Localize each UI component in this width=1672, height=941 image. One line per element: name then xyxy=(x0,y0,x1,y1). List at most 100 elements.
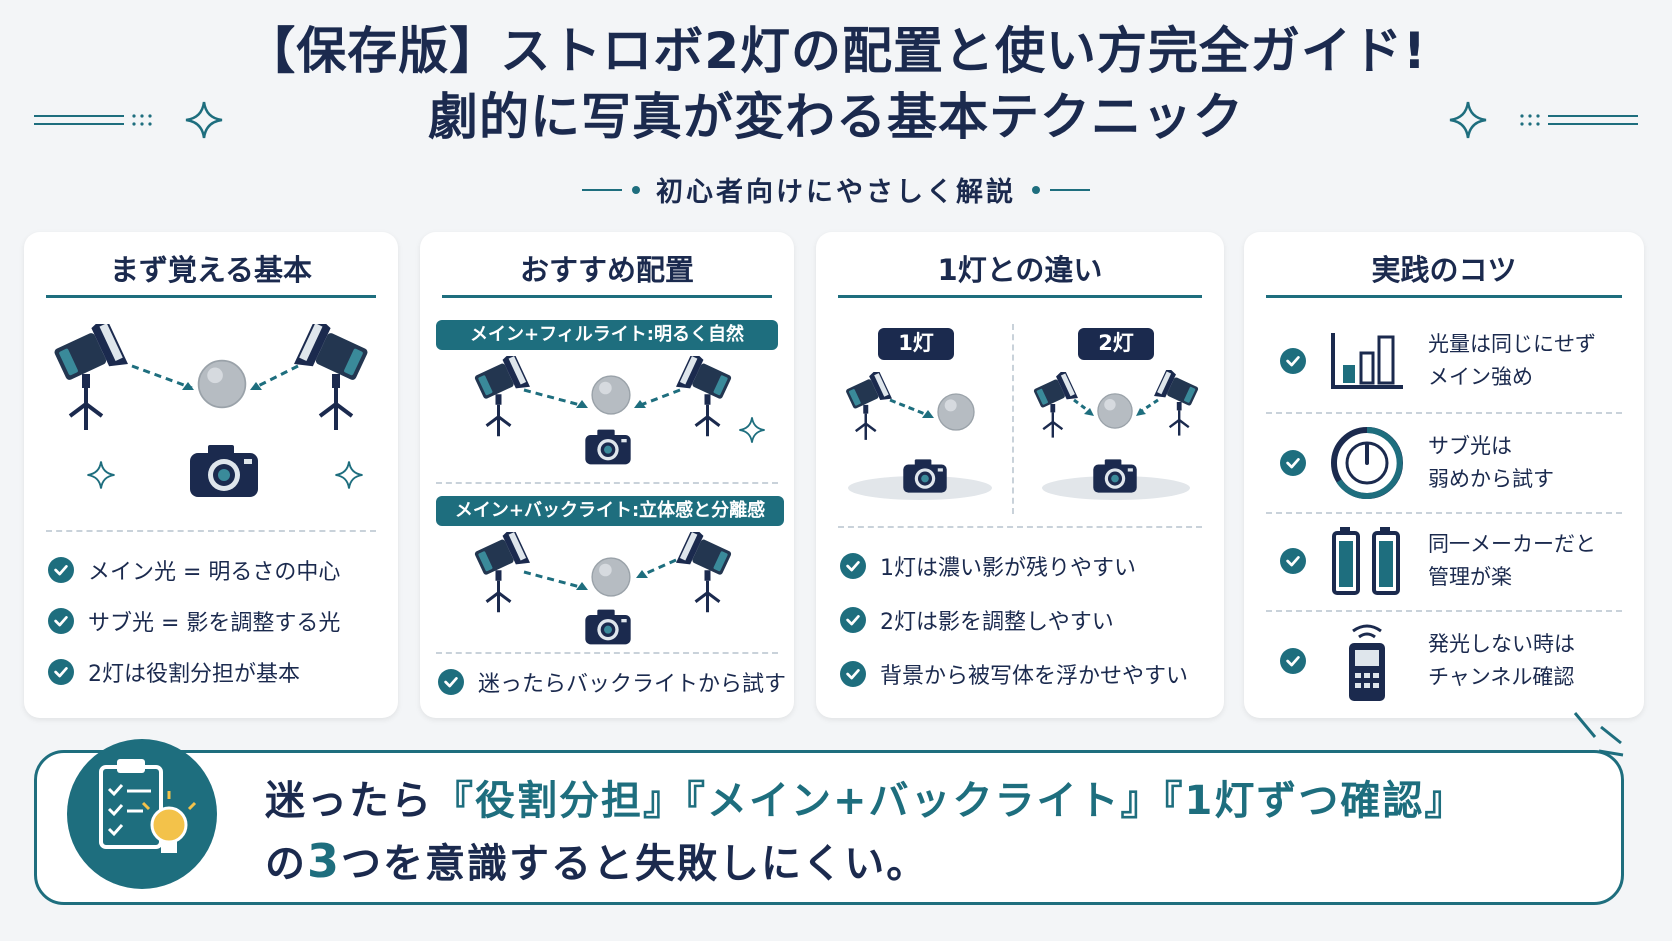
card-title: おすすめ配置 xyxy=(442,250,772,298)
subject-icon xyxy=(937,393,975,431)
setup-label-back-light: メイン+バックライト:立体感と分離感 xyxy=(436,496,784,526)
bullet-text: メイン光 = 明るさの中心 xyxy=(88,560,341,585)
summary-number: 3 xyxy=(307,834,342,888)
summary-line-1: 迷ったら『役割分担』『メイン+バックライト』『1灯ずつ確認』 xyxy=(265,778,1467,824)
check-icon xyxy=(48,557,74,583)
tip-line: 同一メーカーだと xyxy=(1428,532,1596,556)
card-basics: まず覚える基本 メイン光 = 明るさの中心 サブ光 = 影を調整する光 2灯は役… xyxy=(24,232,398,718)
card-title: 1灯との違い xyxy=(838,250,1202,298)
tip-text: 同一メーカーだと 管理が楽 xyxy=(1428,528,1596,594)
bullet-text: 背景から被写体を浮かせやすい xyxy=(880,664,1189,689)
camera-icon xyxy=(1093,459,1137,493)
check-icon xyxy=(438,669,464,695)
bullet-item: サブ光 = 影を調整する光 xyxy=(48,605,340,637)
divider xyxy=(1266,512,1622,514)
divider xyxy=(838,526,1202,528)
subtitle-right-decoration xyxy=(1032,185,1090,194)
subject-icon xyxy=(591,557,631,597)
camera-icon xyxy=(903,459,947,493)
subtitle-row: 初心者向けにやさしく解説 xyxy=(0,170,1672,209)
bullet-text: 迷ったらバックライトから試す xyxy=(478,672,787,697)
card-practical-tips: 実践のコツ 光量は同じにせず メイン強め xyxy=(1244,232,1644,718)
subject-icon xyxy=(197,359,247,409)
check-icon xyxy=(48,659,74,685)
tip-line: チャンネル確認 xyxy=(1428,665,1575,689)
emphasis-lines-icon xyxy=(1573,712,1624,757)
back-strobe-icon xyxy=(676,532,736,614)
divider xyxy=(1266,610,1622,612)
sparkle-icon xyxy=(86,460,116,490)
tip-row: 光量は同じにせず メイン強め xyxy=(1264,312,1624,410)
bullet-text: 2灯は役割分担が基本 xyxy=(88,662,300,687)
divider xyxy=(46,530,376,532)
tip-text: 光量は同じにせず メイン強め xyxy=(1428,328,1596,394)
divider xyxy=(436,652,778,654)
sub-strobe-icon xyxy=(1154,370,1202,437)
bullet-text: 2灯は影を調整しやすい xyxy=(880,610,1114,635)
summary-box: 迷ったら『役割分担』『メイン+バックライト』『1灯ずつ確認』 の3つを意識すると… xyxy=(34,712,1624,905)
bullet-text: サブ光 = 影を調整する光 xyxy=(88,611,341,636)
summary-text: 迷ったら『役割分担』『メイン+バックライト』『1灯ずつ確認』 の3つを意識すると… xyxy=(265,771,1466,894)
battery-icon xyxy=(1322,516,1412,606)
tip-line: 光量は同じにせず xyxy=(1428,332,1596,356)
check-icon xyxy=(840,661,866,687)
card-recommended-setups: おすすめ配置 メイン+フィルライト:明るく自然 メイン+バックライト:立体感と分… xyxy=(420,232,794,718)
check-icon xyxy=(840,607,866,633)
check-icon xyxy=(1280,548,1306,574)
subject-icon xyxy=(591,375,631,415)
tip-line: メイン強め xyxy=(1428,365,1533,389)
tip-line: サブ光は xyxy=(1428,434,1512,458)
right-title-decoration xyxy=(1448,100,1638,140)
setup-label-fill-light: メイン+フィルライト:明るく自然 xyxy=(436,320,778,350)
bullet-item: 2灯は影を調整しやすい xyxy=(840,604,1114,636)
sub-strobe-icon xyxy=(294,324,374,432)
tip-line: 発光しない時は xyxy=(1428,632,1575,656)
bullet-item: 背景から被写体を浮かせやすい xyxy=(840,658,1188,690)
basic-lighting-diagram xyxy=(48,324,374,497)
title-line-2: 劇的に写真が変わる基本テクニック xyxy=(428,88,1244,146)
camera-icon xyxy=(585,429,631,465)
card-title: 実践のコツ xyxy=(1266,250,1622,298)
strobe-icon xyxy=(842,372,892,442)
bullet-item: 1灯は濃い影が残りやすい xyxy=(840,550,1136,582)
two-light-diagram xyxy=(1030,370,1202,500)
tip-text: サブ光は 弱めから試す xyxy=(1428,430,1554,496)
tip-row: サブ光は 弱めから試す xyxy=(1264,414,1624,512)
checklist-lightbulb-icon xyxy=(67,739,217,889)
card-one-vs-two: 1灯との違い 1灯 2灯 1灯は濃い影が残りやすい 2灯は影を調整しやすい 背景… xyxy=(816,232,1224,718)
fill-light-diagram xyxy=(470,356,766,465)
bullet-item: 迷ったらバックライトから試す xyxy=(438,666,786,698)
camera-icon xyxy=(190,445,258,497)
main-strobe-icon xyxy=(1030,372,1078,439)
camera-icon xyxy=(585,609,631,645)
tag-one-light: 1灯 xyxy=(878,328,954,360)
summary-line-2: の3つを意識すると失敗しにくい。 xyxy=(265,834,929,888)
tip-row: 発光しない時は チャンネル確認 xyxy=(1264,612,1624,710)
tip-line: 管理が楽 xyxy=(1428,565,1512,589)
check-icon xyxy=(1280,450,1306,476)
remote-trigger-icon xyxy=(1322,616,1412,706)
sparkle-icon xyxy=(738,416,766,444)
check-icon xyxy=(48,608,74,634)
subtitle: 初心者向けにやさしく解説 xyxy=(656,177,1016,208)
divider xyxy=(1266,412,1622,414)
bar-chart-icon xyxy=(1322,316,1412,406)
fill-strobe-icon xyxy=(676,356,736,438)
check-icon xyxy=(840,553,866,579)
check-icon xyxy=(1280,648,1306,674)
sparkle-icon xyxy=(334,460,364,490)
summary-highlight: 『役割分担』『メイン+バックライト』『1灯ずつ確認』 xyxy=(433,778,1467,824)
one-light-diagram xyxy=(842,372,992,500)
bullet-item: 2灯は役割分担が基本 xyxy=(48,656,300,688)
subtitle-left-decoration xyxy=(582,185,640,194)
comparison-divider xyxy=(1012,324,1014,514)
back-light-diagram xyxy=(470,532,736,645)
tag-two-lights: 2灯 xyxy=(1078,328,1154,360)
left-title-decoration xyxy=(34,100,224,140)
main-strobe-icon xyxy=(470,532,530,614)
dial-icon xyxy=(1322,418,1412,508)
card-title: まず覚える基本 xyxy=(46,250,376,298)
bullet-item: メイン光 = 明るさの中心 xyxy=(48,554,340,586)
bullet-text: 1灯は濃い影が残りやすい xyxy=(880,556,1136,581)
main-strobe-icon xyxy=(470,356,530,438)
